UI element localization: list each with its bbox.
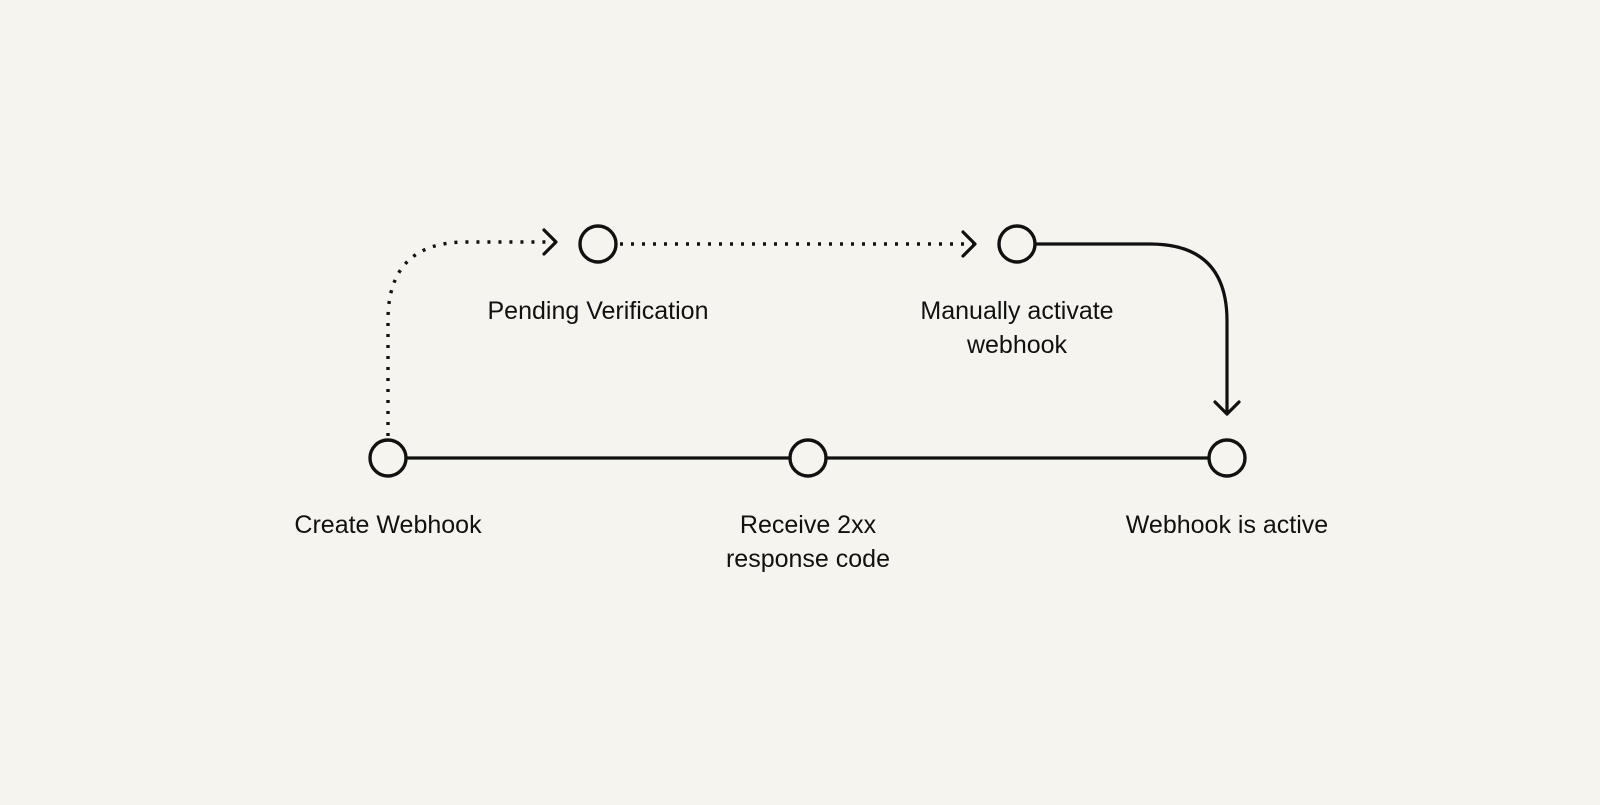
edge-manual-active [1033, 242, 1241, 416]
label-manually-activate-webhook: Manually activate webhook [867, 294, 1167, 362]
label-line: response code [725, 545, 890, 573]
edge-pending-manual [620, 230, 977, 258]
label-line: Pending Verification [487, 297, 709, 325]
node-circle-pending [578, 224, 618, 264]
label-line: Receive 2xx [739, 511, 877, 539]
nodes-layer [368, 224, 1247, 478]
edges-layer [386, 228, 1241, 460]
node-circle-active [1207, 438, 1247, 478]
label-receive-2xx-response-code: Receive 2xx response code [658, 508, 958, 576]
edge-line [386, 240, 556, 436]
label-create-webhook: Create Webhook [238, 508, 538, 542]
label-line: Webhook is active [1125, 511, 1329, 539]
node-circle-manual [997, 224, 1037, 264]
label-line: webhook [966, 331, 1068, 359]
label-pending-verification: Pending Verification [448, 294, 748, 328]
label-line: Create Webhook [294, 511, 482, 539]
edge-line [1033, 242, 1229, 416]
label-line: Manually activate [920, 297, 1114, 325]
arrowhead-icon [542, 228, 558, 256]
node-circle-create [368, 438, 408, 478]
arrowhead-icon [961, 230, 977, 258]
label-webhook-is-active: Webhook is active [1077, 508, 1377, 542]
node-circle-receive [788, 438, 828, 478]
arrowhead-icon [1213, 400, 1241, 416]
edge-create-pending [386, 228, 558, 436]
